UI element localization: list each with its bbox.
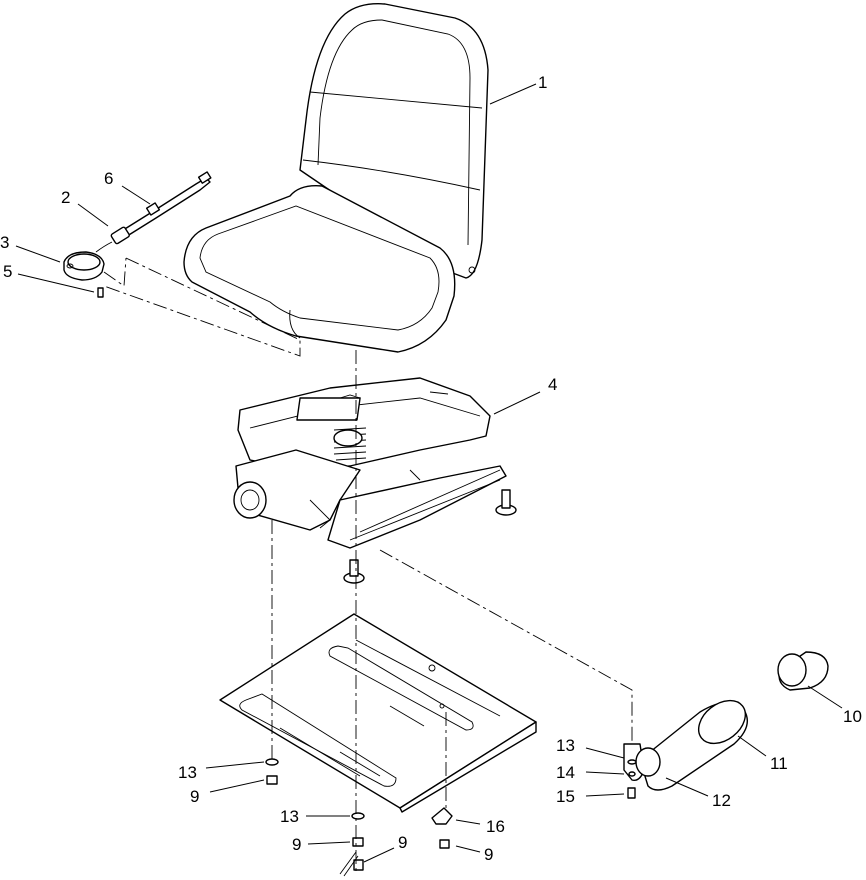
- callout-13-left: 13: [178, 763, 197, 782]
- hardware-center: [339, 812, 365, 877]
- callout-9-center: 9: [292, 835, 301, 854]
- callout-13-right: 13: [556, 736, 575, 755]
- callout-15: 15: [556, 787, 575, 806]
- callout-11: 11: [770, 754, 788, 773]
- callout-1: 1: [538, 73, 547, 92]
- alignment-lines: [271, 350, 633, 872]
- seat: [183, 3, 489, 353]
- callout-2: 2: [61, 188, 70, 207]
- callout-4: 4: [548, 375, 557, 394]
- callout-9-clip: 9: [484, 845, 493, 864]
- seat-switch-harness: [63, 171, 301, 357]
- callout-5: 5: [3, 262, 12, 281]
- callout-9-bottom: 9: [398, 833, 407, 852]
- callout-12: 12: [712, 791, 731, 810]
- callout-9-left: 9: [190, 787, 199, 806]
- callout-13-center: 13: [280, 807, 299, 826]
- callout-10: 10: [843, 707, 862, 726]
- tube-assembly: [623, 651, 829, 799]
- hardware-left: [265, 758, 279, 785]
- hardware-clip: [431, 807, 453, 849]
- callout-6: 6: [104, 169, 113, 188]
- callout-14: 14: [556, 763, 575, 782]
- leader-lines: [15, 83, 843, 863]
- callout-3: 3: [0, 233, 9, 252]
- callout-16: 16: [486, 817, 505, 836]
- callouts: 1 2 3 4 5 6 9 9 9 9 10 11 12 13 13 13 14…: [0, 73, 862, 864]
- mounting-plate: [219, 613, 537, 813]
- suspension: [233, 377, 517, 584]
